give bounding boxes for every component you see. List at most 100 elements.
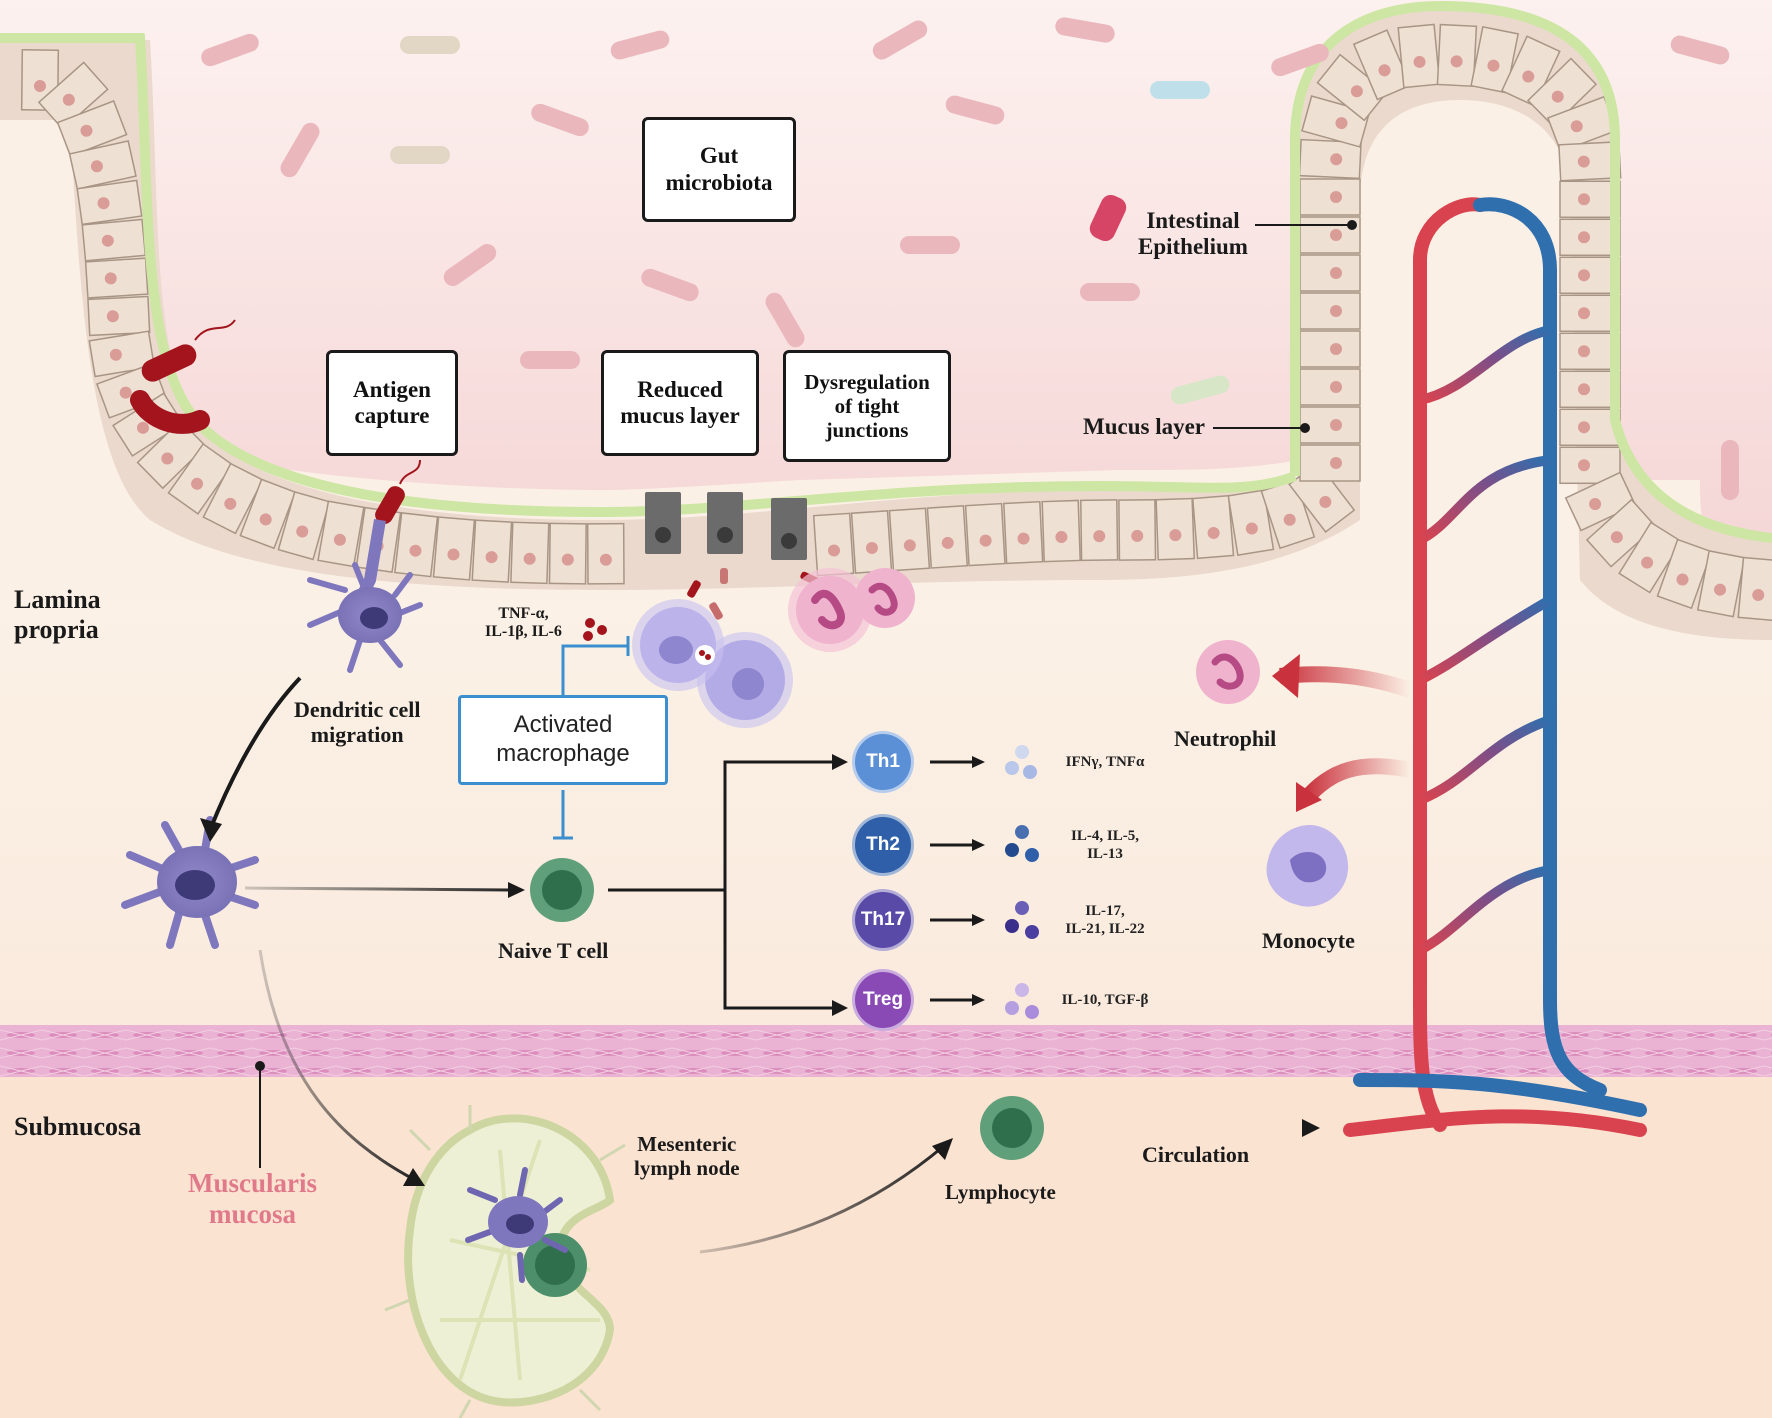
commensal-bacterium xyxy=(641,268,699,302)
epithelial-cell-nucleus xyxy=(1330,419,1342,432)
commensal-bacterium xyxy=(610,30,670,60)
epithelial-cell xyxy=(1737,556,1772,622)
epithelial-cell-nucleus xyxy=(1450,55,1463,68)
epithelial-cell-nucleus xyxy=(1522,70,1535,83)
epithelial-cell-nucleus xyxy=(1330,305,1342,318)
epithelial-cell-nucleus xyxy=(62,93,75,106)
reduced-mucus-layer-box: Reduced mucus layer xyxy=(601,350,759,456)
commensal-bacterium xyxy=(945,95,1005,125)
epithelial-cell-nucleus xyxy=(106,310,119,323)
epithelial-cell-nucleus xyxy=(101,234,114,247)
flow-arrows xyxy=(200,676,1320,1254)
epithelial-cell-nucleus xyxy=(259,513,272,526)
leader-lines xyxy=(255,220,1357,1168)
activated-macrophage-box: Activated macrophage xyxy=(458,695,668,785)
epithelial-cell-nucleus xyxy=(941,536,954,549)
t-subset-cytokines-th2: IL-4, IL-5, IL-13 xyxy=(1071,828,1139,862)
epithelial-cell-nucleus xyxy=(1578,307,1590,320)
epithelial-cell-nucleus xyxy=(33,79,46,92)
epithelial-cell-nucleus xyxy=(1578,345,1590,358)
epithelial-cell-nucleus xyxy=(1330,153,1343,166)
epithelial-cell-nucleus xyxy=(136,421,149,434)
epithelial-cell-nucleus xyxy=(1283,513,1296,526)
damaged-epithelial-cells xyxy=(645,492,807,560)
epithelial-cell-nucleus xyxy=(90,160,103,173)
pathogen-bacteria xyxy=(130,194,1127,524)
commensal-bacterium xyxy=(872,20,928,60)
naive-t-cell xyxy=(530,858,594,922)
epithelial-cell-nucleus xyxy=(1578,383,1590,396)
dendritic-cell-migration-label: Dendritic cell migration xyxy=(294,697,421,748)
commensal-bacterium xyxy=(400,36,460,54)
commensal-bacterium xyxy=(1670,35,1730,65)
epithelial-cell-nucleus xyxy=(1578,193,1590,206)
epithelial-cell-nucleus xyxy=(1330,191,1342,204)
epithelial-cells xyxy=(20,23,1772,622)
lymphocyte-cell xyxy=(980,1096,1044,1160)
epithelial-cell-nucleus xyxy=(109,348,122,361)
monocyte-label: Monocyte xyxy=(1262,928,1355,953)
macrophage-cytokines-label: TNF-α, IL-1β, IL-6 xyxy=(485,605,562,641)
gut-microbiota-box: Gut microbiota xyxy=(642,117,796,222)
circulation-label: Circulation xyxy=(1142,1142,1250,1167)
epithelial-cell-nucleus xyxy=(1330,457,1342,470)
commensal-bacterium xyxy=(1055,17,1115,43)
mesenteric-lymph-node-label: Mesenteric lymph node xyxy=(634,1132,740,1181)
epithelial-cell-nucleus xyxy=(1578,231,1590,244)
epithelial-cell-nucleus xyxy=(1330,381,1342,394)
muscularis-mucosa-band xyxy=(0,1025,1772,1077)
epithelial-cell-nucleus xyxy=(599,553,612,566)
commensal-bacterium xyxy=(765,292,805,348)
mucus-layer-label: Mucus layer xyxy=(1083,414,1206,439)
dendritic-cell-antigen-capture xyxy=(307,519,423,673)
epithelial-cell-nucleus xyxy=(1245,522,1258,535)
epithelial-cell xyxy=(471,519,513,583)
t-subset-cytokines-th17: IL-17, IL-21, IL-22 xyxy=(1065,903,1145,937)
t-subset-cytokines-treg: IL-10, TGF-β xyxy=(1061,992,1149,1008)
epithelial-cell-nucleus xyxy=(1610,531,1623,544)
commensal-bacterium xyxy=(201,33,259,67)
inflammatory-cytokine-dots xyxy=(583,618,607,641)
t-subset-cytokines-th1: IFNγ, TNFα xyxy=(1065,754,1145,770)
epithelial-cell-nucleus xyxy=(1350,85,1363,98)
blood-vessels xyxy=(1343,197,1647,1137)
epithelial-cell xyxy=(1470,25,1520,94)
epithelial-cell-nucleus xyxy=(1055,531,1068,544)
epithelial-cell-nucleus xyxy=(1578,269,1590,282)
epithelial-cell-nucleus xyxy=(119,386,132,399)
epithelial-cell-nucleus xyxy=(1131,529,1144,542)
mucus-layer xyxy=(0,0,1772,543)
epithelial-cell-nucleus xyxy=(97,197,110,210)
epithelial-cell-nucleus xyxy=(561,553,574,566)
submucosa-region xyxy=(0,1077,1772,1418)
t-subset-th2: Th2 xyxy=(852,814,914,876)
commensal-bacterium xyxy=(1170,375,1230,405)
intestinal-epithelium-label: Intestinal Epithelium xyxy=(1138,208,1248,260)
epithelial-cell xyxy=(167,442,234,515)
cytokine-dot-clusters xyxy=(1005,745,1039,1019)
epithelial-cell-nucleus xyxy=(1752,588,1765,601)
epithelial-cell-nucleus xyxy=(1330,229,1342,242)
epithelial-cell-nucleus xyxy=(409,544,422,557)
epithelial-cell xyxy=(1397,23,1441,89)
muscularis-mucosa-label: Muscularis mucosa xyxy=(188,1168,318,1230)
commensal-bacterium xyxy=(531,103,589,137)
epithelial-cell-nucleus xyxy=(80,124,93,137)
gut-bacteria xyxy=(201,17,1739,500)
commensal-bacterium xyxy=(390,146,450,164)
commensal-bacterium xyxy=(520,351,580,369)
epithelial-cell-nucleus xyxy=(1589,498,1602,511)
epithelial-cell-nucleus xyxy=(1017,532,1030,545)
naive-t-cell-label: Naive T cell xyxy=(498,938,609,963)
epithelial-cell-nucleus xyxy=(1578,459,1590,472)
extravasation-arrows xyxy=(1272,654,1413,812)
commensal-bacterium xyxy=(1150,81,1210,99)
commensal-bacterium xyxy=(900,236,960,254)
epithelial-cell-nucleus xyxy=(1578,421,1590,434)
epithelial-cell-nucleus xyxy=(191,477,204,490)
tight-junctions-box: Dysregulation of tight junctions xyxy=(783,350,951,462)
epithelial-cell-nucleus xyxy=(1487,59,1500,72)
dendritic-cell-migrated xyxy=(121,816,259,949)
neutrophil-label: Neutrophil xyxy=(1174,726,1277,751)
